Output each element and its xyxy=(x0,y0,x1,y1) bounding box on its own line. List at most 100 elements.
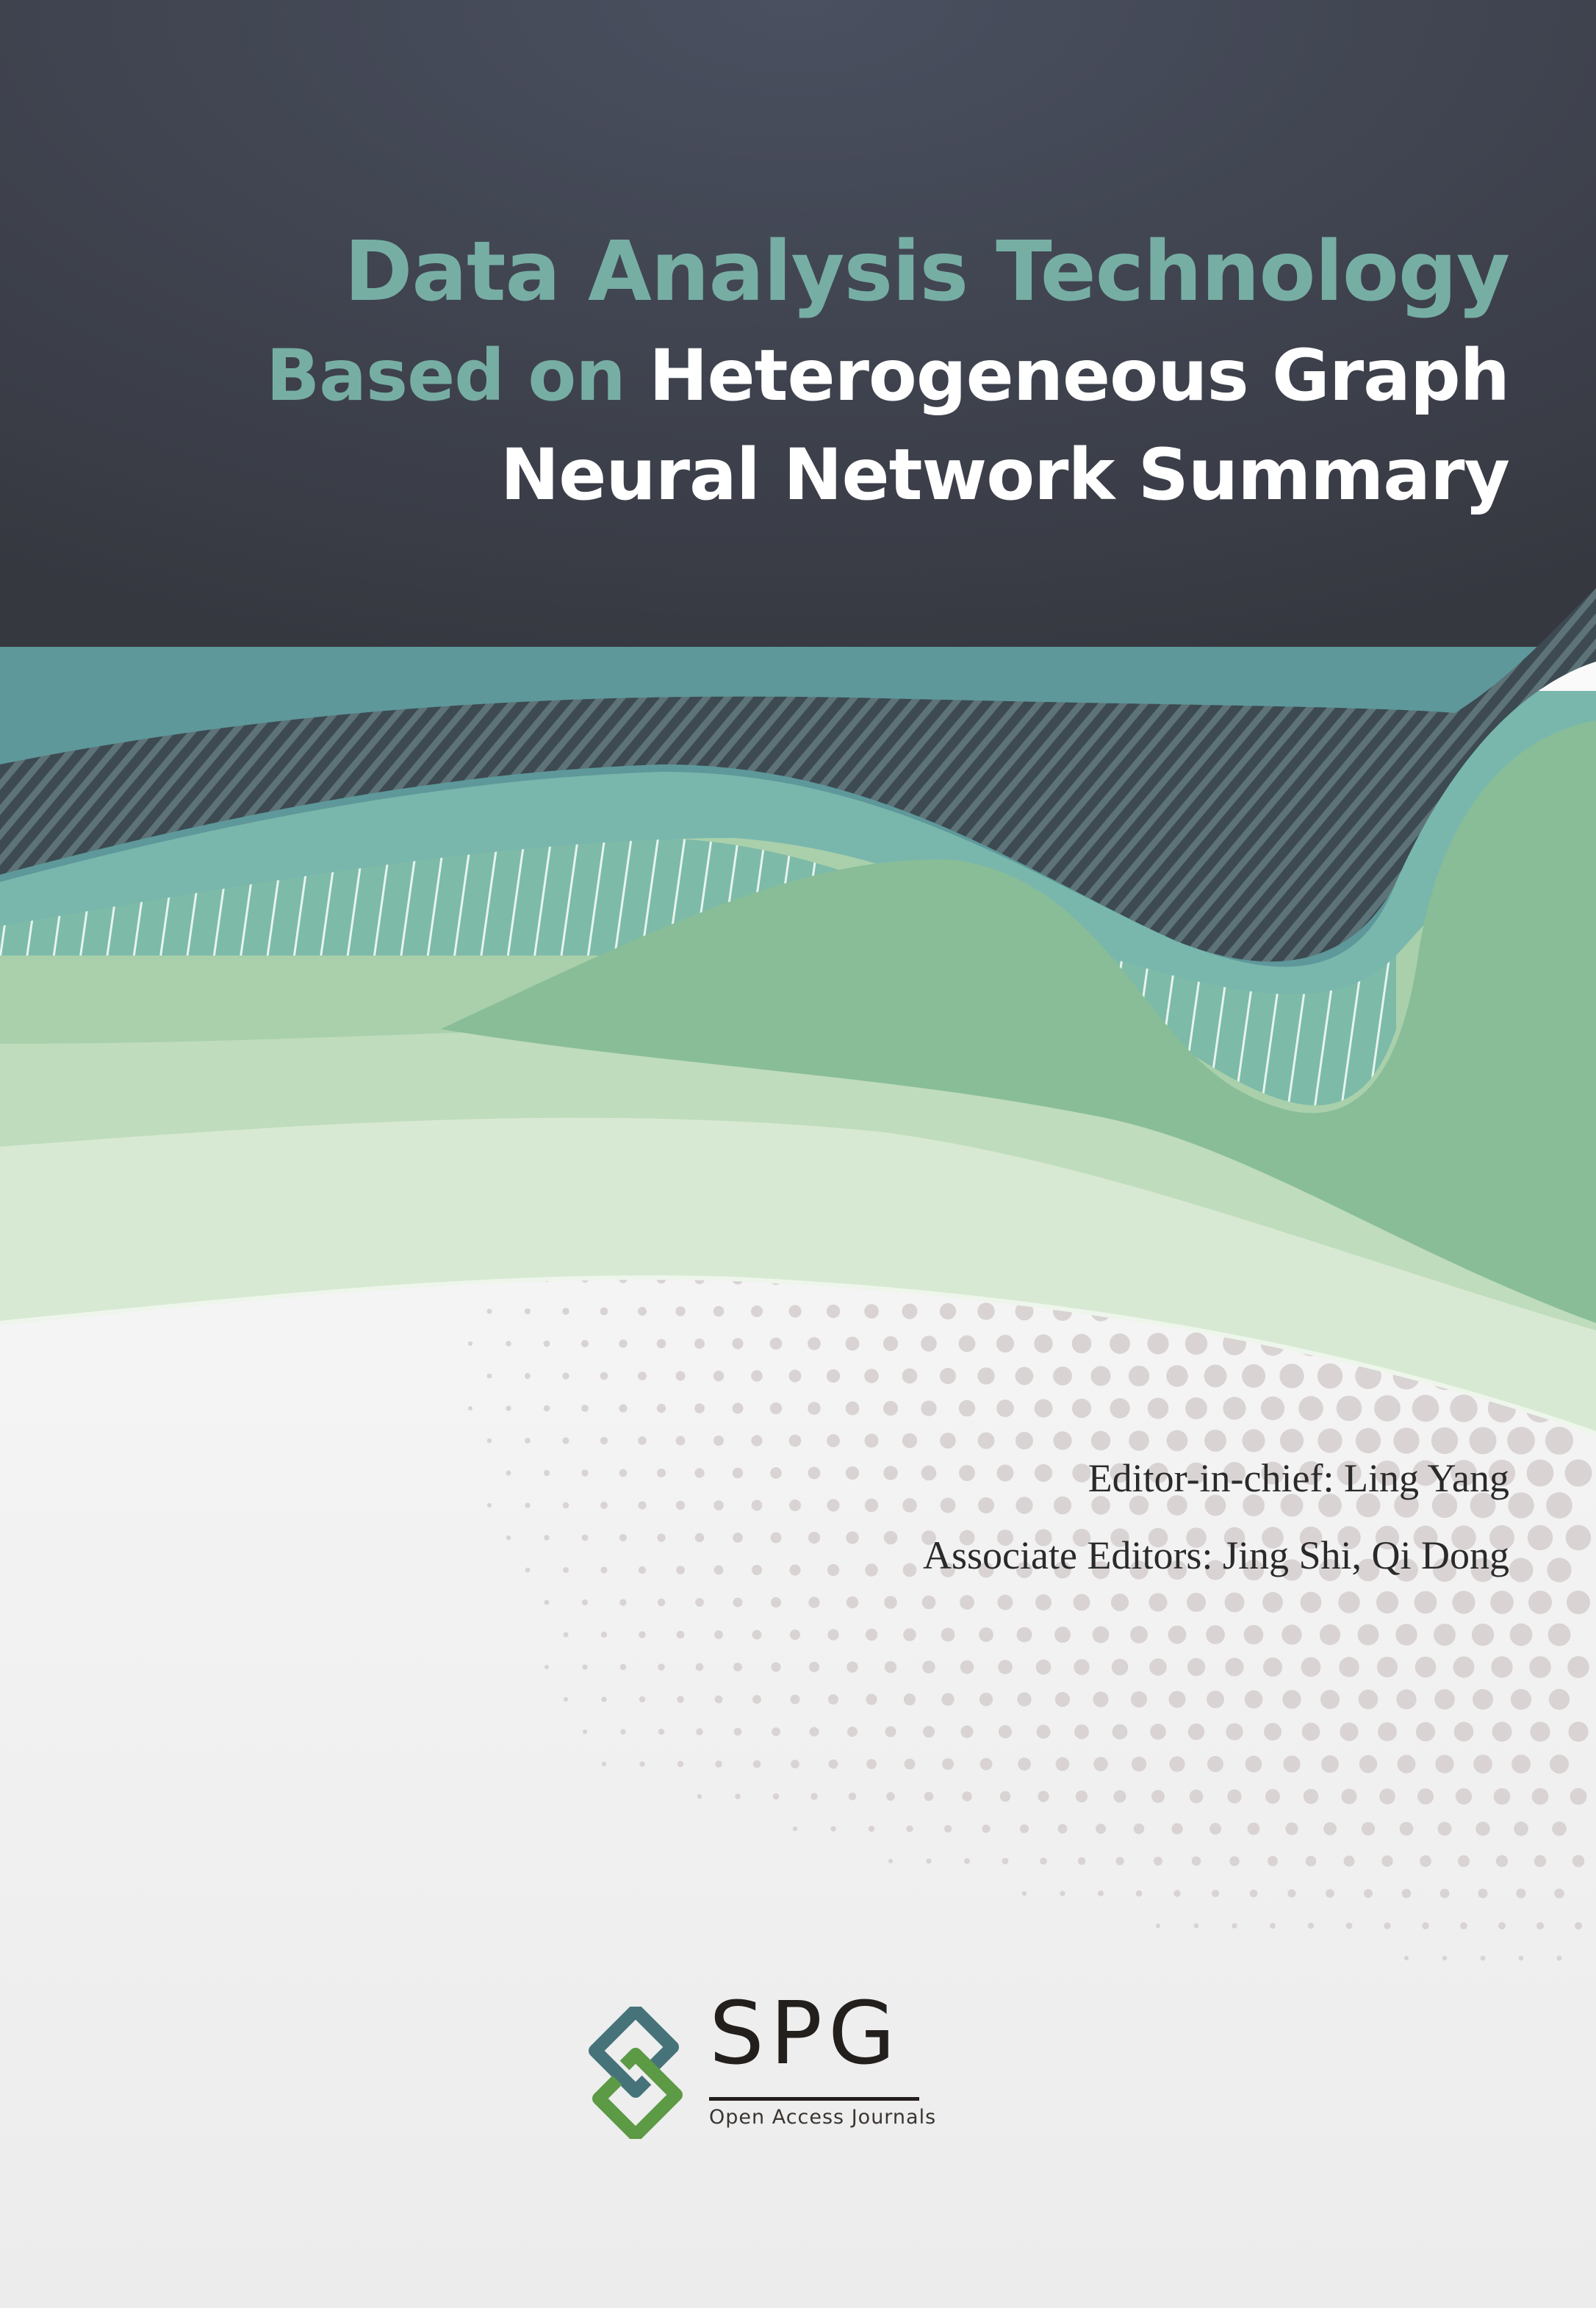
halftone-dot xyxy=(1319,1624,1341,1646)
halftone-dot xyxy=(695,1598,704,1607)
title-line-1: Data Analysis Technology xyxy=(344,224,1510,320)
halftone-dot xyxy=(1469,1427,1497,1455)
halftone-dot xyxy=(1187,1723,1205,1741)
halftone-dot xyxy=(543,1469,550,1477)
halftone-dot xyxy=(1129,1430,1149,1451)
halftone-dot xyxy=(600,1436,608,1445)
halftone-dot xyxy=(1281,1559,1303,1581)
halftone-dot xyxy=(959,1530,975,1546)
halftone-dot xyxy=(903,1628,916,1641)
halftone-dot xyxy=(1394,1493,1419,1518)
wave-highlight-line xyxy=(0,1275,1596,1436)
halftone-dot xyxy=(675,1436,686,1446)
halftone-dot xyxy=(525,1438,531,1444)
halftone-dot xyxy=(977,1432,995,1449)
halftone-dot xyxy=(562,1502,569,1509)
halftone-dot xyxy=(1298,1396,1323,1421)
halftone-dot xyxy=(1113,1790,1126,1803)
halftone-dot xyxy=(1224,1592,1245,1613)
halftone-dot xyxy=(1574,1921,1583,1930)
halftone-dot xyxy=(1337,1526,1361,1549)
halftone-dot xyxy=(1166,1365,1188,1387)
halftone-dot xyxy=(1131,1756,1147,1772)
halftone-dot xyxy=(1378,1722,1397,1741)
halftone-dot xyxy=(921,1465,937,1481)
halftone-dot xyxy=(1227,1789,1242,1804)
halftone-dot xyxy=(1149,1593,1168,1612)
halftone-dot xyxy=(1098,1891,1104,1896)
halftone-dot xyxy=(694,1468,705,1478)
halftone-dot xyxy=(1432,1558,1457,1583)
halftone-dot xyxy=(808,1402,821,1415)
halftone-dot xyxy=(848,1792,857,1801)
halftone-dot xyxy=(1155,1923,1161,1929)
halftone-dot xyxy=(996,1464,1014,1482)
halftone-dot xyxy=(695,1663,704,1671)
halftone-dot xyxy=(1249,1889,1258,1898)
halftone-dot xyxy=(619,1533,628,1542)
halftone-dot xyxy=(1090,1430,1111,1451)
halftone-dot xyxy=(1148,1527,1168,1548)
halftone-dot xyxy=(1393,1427,1420,1454)
halftone-dot xyxy=(676,1566,685,1574)
halftone-dot xyxy=(827,1499,840,1512)
halftone-dot xyxy=(581,1534,589,1541)
halftone-dot xyxy=(1017,1692,1032,1707)
halftone-dot xyxy=(1491,1656,1513,1678)
halftone-dot xyxy=(486,1438,492,1444)
halftone-dot xyxy=(1550,1755,1569,1774)
halftone-dot xyxy=(772,1727,780,1736)
halftone-dot xyxy=(506,1341,511,1347)
halftone-dot xyxy=(866,1694,877,1705)
halftone-dot xyxy=(1495,1854,1509,1868)
halftone-dot xyxy=(771,1662,781,1672)
halftone-dot xyxy=(752,1695,761,1704)
halftone-dot xyxy=(1527,1524,1553,1551)
halftone-dot xyxy=(751,1370,763,1382)
halftone-dot xyxy=(506,1405,511,1411)
halftone-dot xyxy=(1077,1857,1086,1866)
halftone-dot xyxy=(865,1563,878,1577)
halftone-dot xyxy=(1460,1922,1467,1929)
halftone-dot xyxy=(1345,1922,1353,1929)
halftone-dot xyxy=(1546,1492,1572,1519)
halftone-dot xyxy=(1110,1398,1130,1419)
halftone-dot xyxy=(1093,1757,1108,1771)
halftone-dot xyxy=(1355,1427,1381,1454)
halftone-dot xyxy=(1534,1854,1547,1868)
halftone-dot xyxy=(638,1372,647,1380)
halftone-dot xyxy=(1129,1560,1149,1580)
halftone-dot xyxy=(790,1694,800,1705)
halftone-dot xyxy=(1361,1821,1376,1836)
halftone-dot xyxy=(826,1304,841,1319)
halftone-dot xyxy=(808,1596,820,1608)
halftone-dot xyxy=(467,1341,473,1347)
halftone-dot xyxy=(1568,1721,1589,1742)
halftone-dot xyxy=(1262,1657,1283,1677)
halftone-dot xyxy=(1166,1430,1188,1452)
halftone-dot xyxy=(1185,1397,1207,1419)
halftone-dot xyxy=(1110,1528,1129,1547)
halftone-dot xyxy=(733,1727,742,1736)
halftone-dot xyxy=(524,1372,531,1380)
halftone-dot xyxy=(1507,1427,1535,1455)
halftone-dot xyxy=(1243,1559,1265,1581)
halftone-dot xyxy=(1511,1755,1531,1774)
halftone-dot xyxy=(924,1791,934,1802)
halftone-dot xyxy=(1204,1494,1226,1516)
halftone-dot xyxy=(619,1404,628,1413)
halftone-dot xyxy=(697,1793,702,1799)
halftone-dot xyxy=(581,1405,589,1412)
halftone-dot xyxy=(1287,1889,1296,1898)
halftone-dot xyxy=(1038,1791,1049,1802)
halftone-dot xyxy=(921,1530,936,1545)
halftone-dot xyxy=(830,1826,836,1832)
halftone-dot xyxy=(1363,1888,1373,1899)
halftone-dot xyxy=(639,1696,646,1703)
halftone-dot xyxy=(732,1338,744,1350)
halftone-dot xyxy=(996,1529,1014,1547)
halftone-dot xyxy=(1489,1524,1515,1551)
halftone-dot xyxy=(847,1727,858,1737)
halftone-dot xyxy=(1280,1494,1304,1517)
halftone-dot xyxy=(999,1791,1011,1802)
